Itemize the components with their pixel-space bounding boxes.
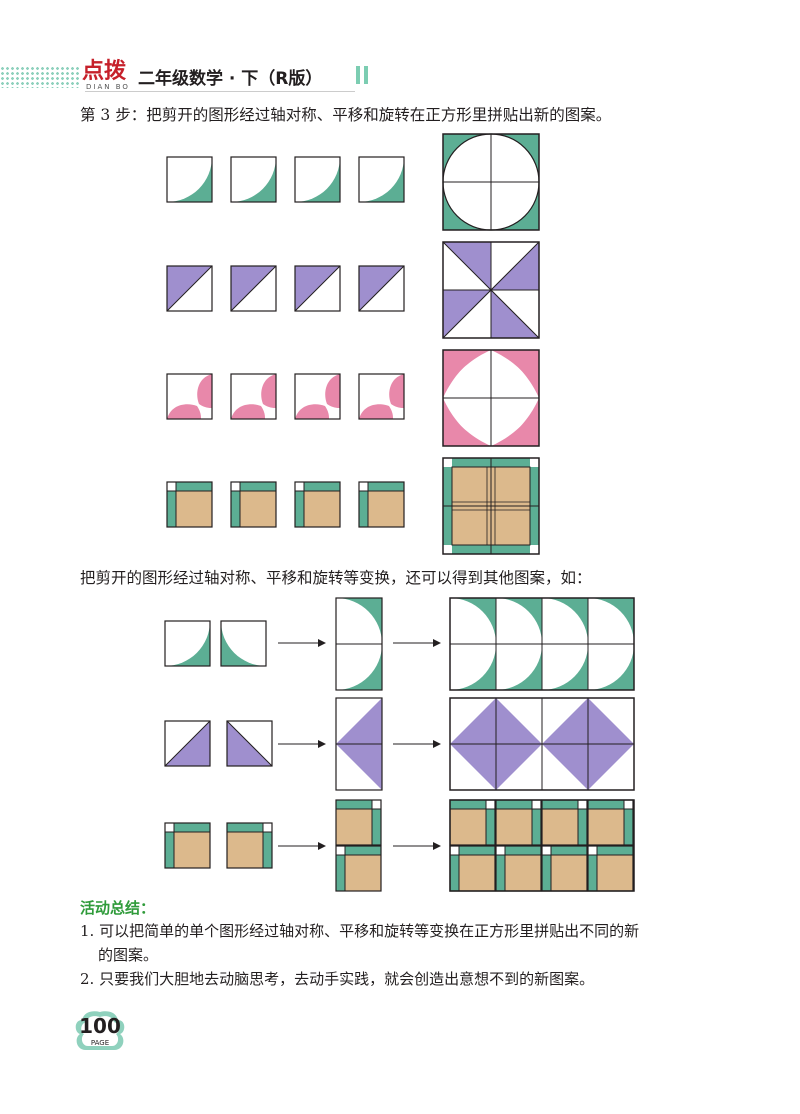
page-number: 100 [79, 1014, 121, 1038]
pattern-pinwheel [442, 241, 540, 339]
example-row-quarter-circle [164, 597, 635, 691]
transformation-intro: 把剪开的图形经过轴对称、平移和旋转等变换，还可以得到其他图案，如： [80, 569, 592, 587]
summary-item-1-line-1: 1. 可以把简单的单个图形经过轴对称、平移和旋转等变换在正方形里拼贴出不同的新 [80, 922, 640, 940]
page-number-badge: 100 PAGE [72, 1008, 128, 1054]
tile-row-square [166, 481, 405, 528]
header-divider [85, 91, 355, 92]
summary-item-2: 2. 只要我们大胆地去动脑思考，去动手实践，就会创造出意想不到的新图案。 [80, 970, 595, 988]
publisher-logo: 点拨 [82, 59, 127, 84]
tile-row-quarter-circle [166, 156, 405, 203]
summary-item-1: 1. 可以把简单的单个图形经过轴对称、平移和旋转等变换在正方形里拼贴出不同的新 … [80, 919, 730, 967]
example-row-triangle [164, 697, 635, 791]
dot-pattern-decoration [0, 66, 80, 88]
book-title: 二年级数学 · 下（R版） [138, 69, 323, 89]
example-row-square [164, 799, 635, 892]
pattern-circle [442, 133, 540, 231]
page-badge-shape [75, 1011, 125, 1050]
header-bars-decoration [356, 66, 372, 88]
pattern-leaf [442, 349, 540, 447]
tile-row-leaf [166, 373, 405, 420]
pattern-square [442, 457, 540, 555]
publisher-logo-subtext: DIAN BO [86, 83, 130, 91]
step-3-instruction: 第 3 步：把剪开的图形经过轴对称、平移和旋转在正方形里拼贴出新的图案。 [80, 106, 612, 124]
page-header: 点拨 DIAN BO 二年级数学 · 下（R版） [0, 60, 800, 92]
summary-item-1-line-2: 的图案。 [98, 946, 159, 964]
page-label: PAGE [90, 1039, 110, 1047]
tile-row-triangle [166, 265, 405, 312]
summary-title: 活动总结： [80, 899, 156, 917]
